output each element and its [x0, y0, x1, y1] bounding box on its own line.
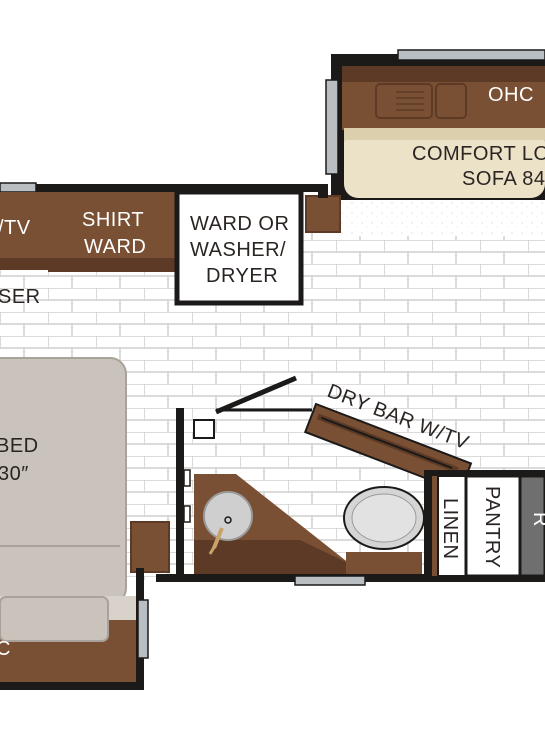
bed-pillow-line — [0, 545, 120, 547]
nightstand — [130, 521, 170, 573]
ohc-door-2 — [435, 83, 467, 119]
linen-shelf — [424, 470, 545, 476]
sofa-label-2: SOFA 84 — [462, 168, 545, 190]
sofa — [344, 128, 545, 198]
bottom-left-wall — [0, 682, 144, 690]
bath-side-bar-2 — [183, 505, 191, 523]
tv-label: /TV — [0, 217, 31, 239]
sink-drain — [224, 516, 232, 524]
tile-floor-left — [0, 270, 180, 370]
sofa-label-1: COMFORT LO — [412, 143, 545, 165]
wall-post — [305, 195, 341, 233]
tv-shadow — [0, 258, 48, 270]
shirt-ward-label-2: WARD — [84, 236, 146, 258]
linen-closet — [437, 475, 467, 577]
ohc-vent-lines — [396, 91, 424, 111]
pantry-label: PANTRY — [481, 486, 503, 568]
tv-cabinet — [0, 192, 48, 270]
sink-faucet-base — [208, 543, 218, 555]
ohc-label: OHC — [488, 84, 534, 106]
toilet-seat — [351, 493, 417, 543]
toilet-tank — [346, 552, 422, 574]
sofa-back — [344, 128, 545, 140]
slideout-side-window — [325, 79, 339, 175]
linen-wall — [424, 470, 432, 580]
bedroom-window — [137, 599, 149, 659]
ohc-door-1 — [375, 83, 433, 119]
vanity-shadow — [194, 540, 350, 574]
bath-left-wall — [176, 408, 184, 580]
shirt-ward-label-1: SHIRT — [82, 209, 144, 231]
bath-bottom-window — [294, 575, 366, 586]
sink-basin — [203, 491, 253, 541]
bath-door-swing — [215, 375, 297, 415]
upper-wall-window — [0, 182, 37, 193]
carpet-strip — [338, 198, 545, 236]
ward-closet — [174, 189, 304, 306]
linen-cabinet-stub — [432, 476, 438, 576]
ohc-cabinet-dark — [342, 66, 545, 82]
ward-label-1: WARD OR — [190, 213, 289, 235]
dresser-label: SER — [0, 286, 41, 308]
lower-cabinet-inner — [0, 596, 109, 642]
bed-label-2: 30″ — [0, 463, 29, 485]
linen-label: LINEN — [439, 498, 461, 559]
bottom-label: C — [0, 638, 11, 660]
bed-label-1: BED — [0, 435, 39, 457]
bath-side-bar-1 — [183, 469, 191, 487]
ward-label-2: WASHER/ — [190, 239, 286, 261]
shirt-ward-shadow — [48, 258, 176, 272]
bath-door-frame — [193, 419, 215, 439]
slideout-window — [397, 49, 545, 61]
pantry-closet — [464, 474, 522, 578]
upper-wall — [0, 184, 320, 192]
fridge — [518, 474, 545, 578]
wall-post-stub — [318, 184, 328, 198]
fridge-label: R — [529, 512, 545, 527]
ward-label-3: DRYER — [206, 265, 278, 287]
